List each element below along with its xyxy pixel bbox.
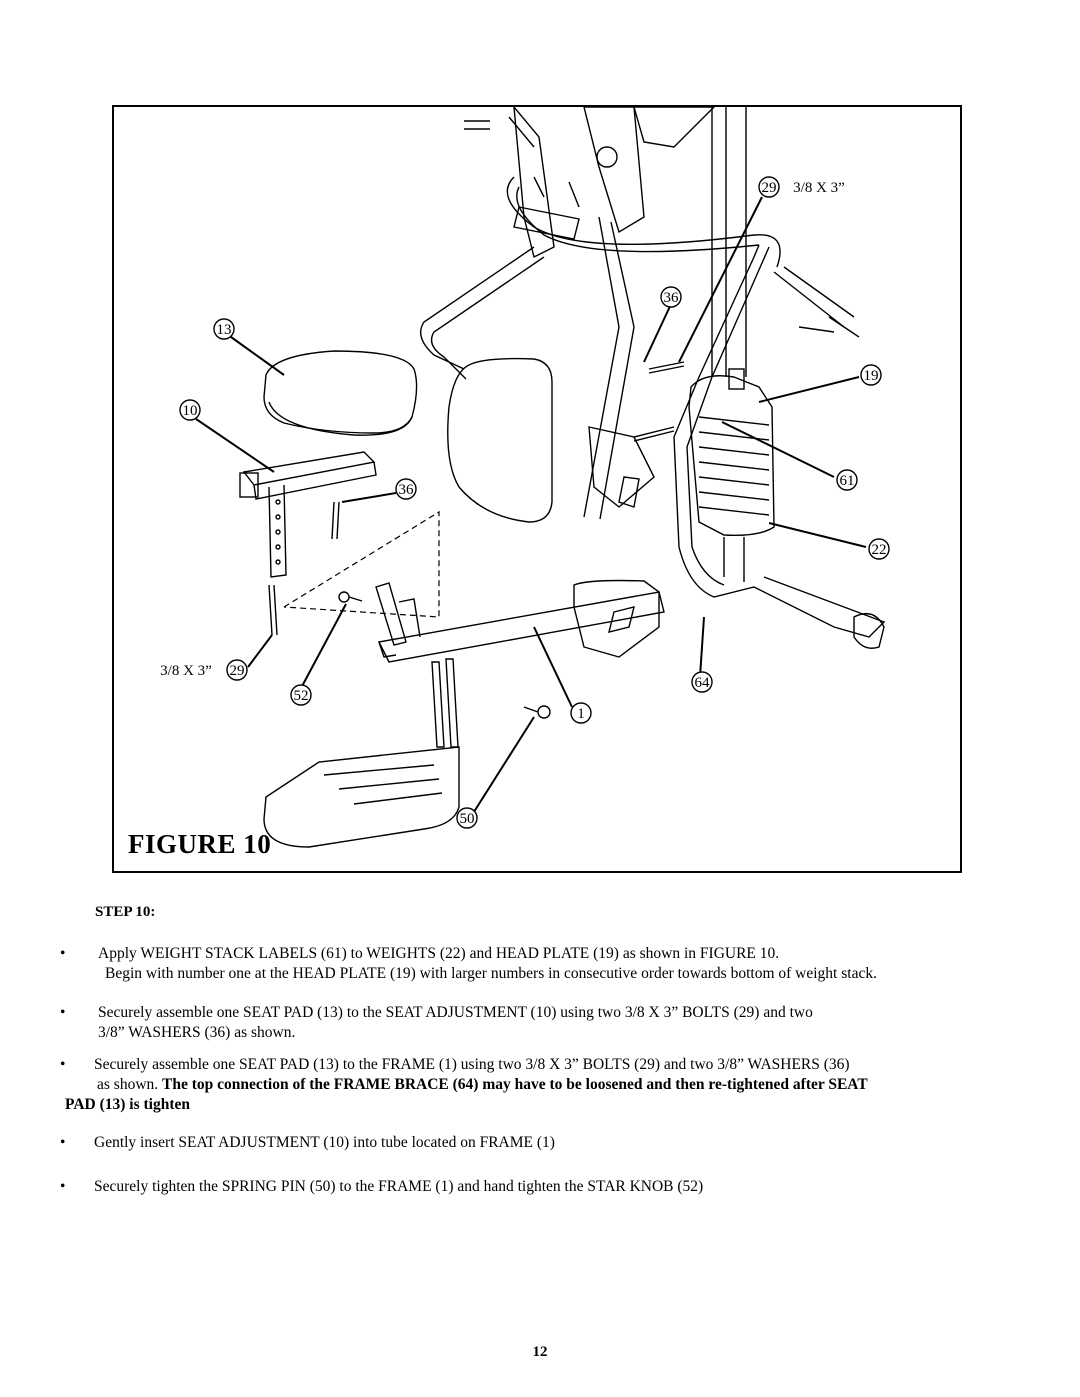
page-number: 12 bbox=[532, 1344, 548, 1360]
front-frame-plate bbox=[573, 579, 660, 658]
bullet-symbol: • bbox=[60, 945, 66, 962]
weight-stack bbox=[688, 375, 775, 537]
bullet-symbol: • bbox=[60, 1134, 66, 1151]
seat-frame-tube bbox=[377, 591, 665, 663]
instruction-line: 3/8” WASHERS (36) as shown. bbox=[98, 1024, 296, 1041]
bullet-symbol: • bbox=[60, 1056, 66, 1073]
bullet-symbol: • bbox=[60, 1004, 66, 1021]
foot-plate bbox=[263, 746, 460, 848]
instruction-line: Begin with number one at the HEAD PLATE … bbox=[105, 965, 877, 982]
instruction-line: Securely assemble one SEAT PAD (13) to t… bbox=[94, 1056, 850, 1073]
instruction-line: as shown. bbox=[97, 1076, 159, 1093]
back-pad bbox=[447, 357, 553, 523]
bullet-symbol: • bbox=[60, 1178, 66, 1195]
press-arm-loop bbox=[506, 176, 781, 268]
top-nameplate bbox=[513, 206, 580, 240]
instruction-line: Securely assemble one SEAT PAD (13) to t… bbox=[98, 1004, 813, 1021]
instruction-line: Apply WEIGHT STACK LABELS (61) to WEIGHT… bbox=[98, 945, 780, 962]
gym-assembly-drawing bbox=[195, 107, 886, 848]
step-heading: STEP 10: bbox=[95, 904, 156, 920]
instruction-line: Securely tighten the SPRING PIN (50) to … bbox=[94, 1178, 704, 1195]
seat-adjustment bbox=[242, 451, 376, 486]
figure-10-illustration: 29 3/8 X 3” 36 13 19 10 36 61 22 29 3/8 … bbox=[112, 105, 962, 873]
upper-tower-left bbox=[513, 107, 555, 259]
instruction-warning: PAD (13) is tighten bbox=[65, 1096, 190, 1113]
figure-caption: FIGURE 10 bbox=[128, 829, 272, 859]
instruction-warning: The top connection of the FRAME BRACE (6… bbox=[162, 1076, 868, 1093]
upper-tower-right bbox=[583, 107, 645, 234]
instruction-line: Gently insert SEAT ADJUSTMENT (10) into … bbox=[94, 1134, 555, 1151]
